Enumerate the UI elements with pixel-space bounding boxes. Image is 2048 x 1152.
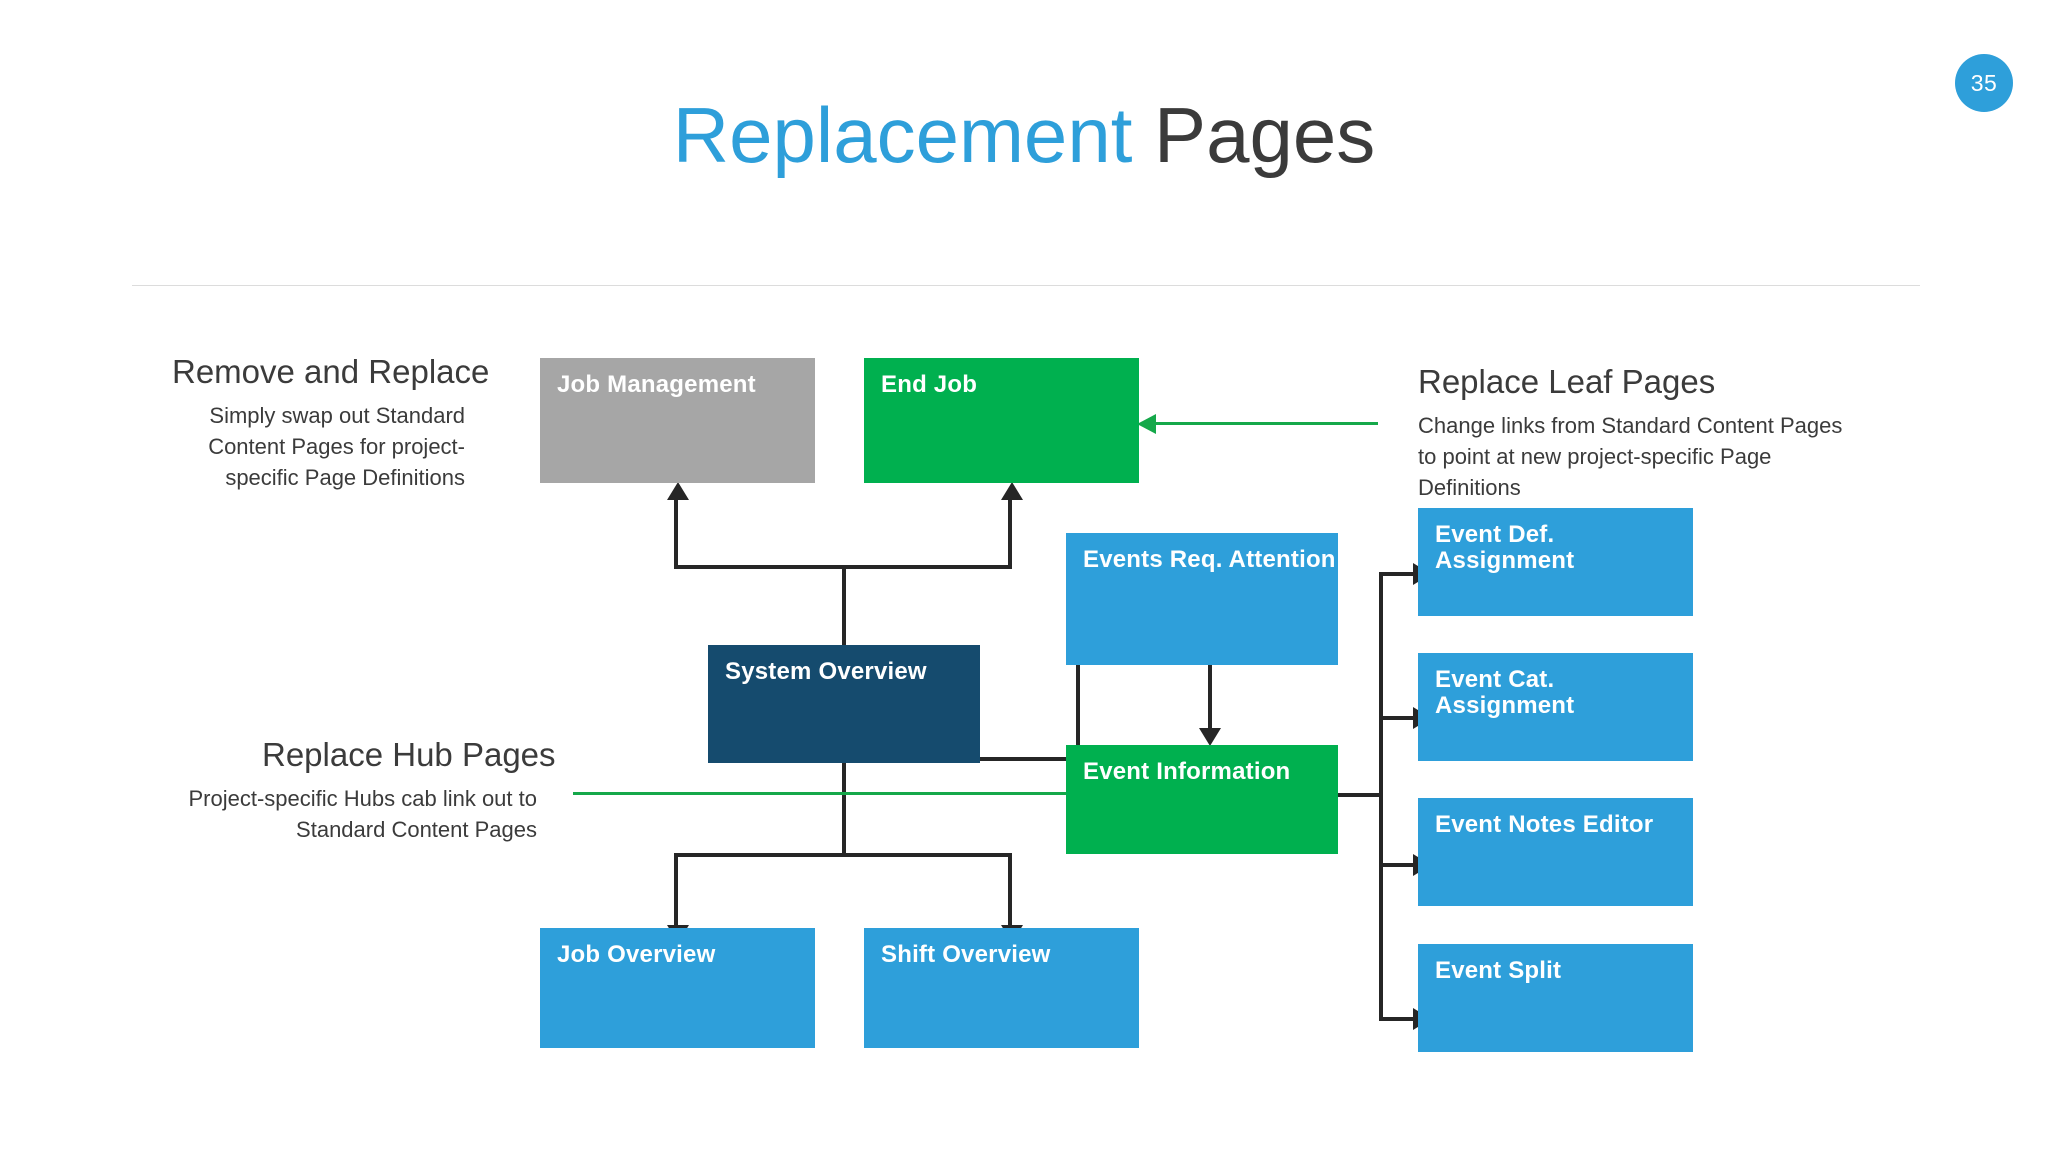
node-label-system-overview: System Overview xyxy=(725,658,927,685)
connector-system-to-events-h1 xyxy=(978,757,1080,761)
connector-to-job-overview-vertical xyxy=(674,853,678,928)
node-label-event-def-assignment: Event Def. Assignment xyxy=(1435,521,1575,575)
node-label-event-split: Event Split xyxy=(1435,957,1562,984)
node-label-event-information: Event Information xyxy=(1083,758,1291,785)
connector-system-to-topbus-vertical xyxy=(842,565,846,645)
highlight-arrowhead-left-end-job xyxy=(1137,414,1156,434)
node-label-end-job: End Job xyxy=(881,371,978,398)
annotation-body-replace-leaf-pages: Change links from Standard Content Pages… xyxy=(1418,413,1843,501)
arrowhead-up-job-management xyxy=(667,482,689,500)
connector-system-to-bottombus-vertical xyxy=(842,763,846,856)
annotation-heading-replace-leaf-pages: Replace Leaf Pages xyxy=(1418,363,1716,400)
connector-eventinfo-to-bus xyxy=(1335,793,1383,797)
node-event-split[interactable]: Event Split xyxy=(1418,944,1693,1052)
node-label-events-req-attention: Events Req. Attention xyxy=(1083,546,1336,573)
node-label-shift-overview: Shift Overview xyxy=(881,941,1051,968)
connector-system-to-events-vertical xyxy=(1076,604,1080,761)
node-label-event-cat-assignment: Event Cat. Assignment xyxy=(1435,666,1575,720)
node-event-def-assignment[interactable]: Event Def. Assignment xyxy=(1418,508,1693,616)
connector-bus-to-event-split xyxy=(1379,1017,1417,1021)
connector-to-job-management-vertical xyxy=(674,495,678,569)
node-end-job[interactable]: End Job xyxy=(864,358,1139,483)
connector-top-bus-horizontal xyxy=(674,565,1012,569)
node-shift-overview[interactable]: Shift Overview xyxy=(864,928,1139,1048)
node-label-job-overview: Job Overview xyxy=(557,941,716,968)
page-title: Replacement Pages xyxy=(0,96,2048,174)
connector-to-end-job-vertical xyxy=(1008,495,1012,569)
connector-bottom-bus-horizontal xyxy=(674,853,1012,857)
connector-bus-to-event-notes xyxy=(1379,863,1417,867)
page-title-accent: Replacement xyxy=(672,91,1133,179)
node-event-information[interactable]: Event Information xyxy=(1066,745,1338,854)
arrowhead-down-event-information xyxy=(1199,728,1221,746)
connector-right-bus-vertical xyxy=(1379,574,1383,1021)
node-label-job-management: Job Management xyxy=(557,371,756,398)
annotation-body-remove-and-replace: Simply swap out Standard Content Pages f… xyxy=(208,403,465,491)
node-event-notes-editor[interactable]: Event Notes Editor xyxy=(1418,798,1693,906)
connector-to-shift-overview-vertical xyxy=(1008,853,1012,928)
connector-events-to-eventinfo-vertical xyxy=(1208,665,1212,731)
annotation-heading-remove-and-replace: Remove and Replace xyxy=(172,353,490,390)
arrowhead-up-end-job xyxy=(1001,482,1023,500)
page-number-badge: 35 xyxy=(1955,54,2013,112)
node-system-overview[interactable]: System Overview xyxy=(708,645,980,763)
node-events-req-attention[interactable]: Events Req. Attention xyxy=(1066,533,1338,665)
annotation-heading-replace-hub-pages: Replace Hub Pages xyxy=(262,736,556,773)
highlight-arrow-line-hub-pages xyxy=(573,792,1074,795)
connector-bus-to-event-def xyxy=(1379,572,1417,576)
page-title-rest: Pages xyxy=(1132,91,1376,179)
node-event-cat-assignment[interactable]: Event Cat. Assignment xyxy=(1418,653,1693,761)
node-job-management[interactable]: Job Management xyxy=(540,358,815,483)
node-job-overview[interactable]: Job Overview xyxy=(540,928,815,1048)
node-label-event-notes-editor: Event Notes Editor xyxy=(1435,811,1654,838)
annotation-body-replace-hub-pages: Project-specific Hubs cab link out to St… xyxy=(188,786,538,843)
title-divider xyxy=(132,285,1920,286)
connector-bus-to-event-cat xyxy=(1379,716,1417,720)
highlight-arrow-line-leaf-pages xyxy=(1156,422,1378,425)
